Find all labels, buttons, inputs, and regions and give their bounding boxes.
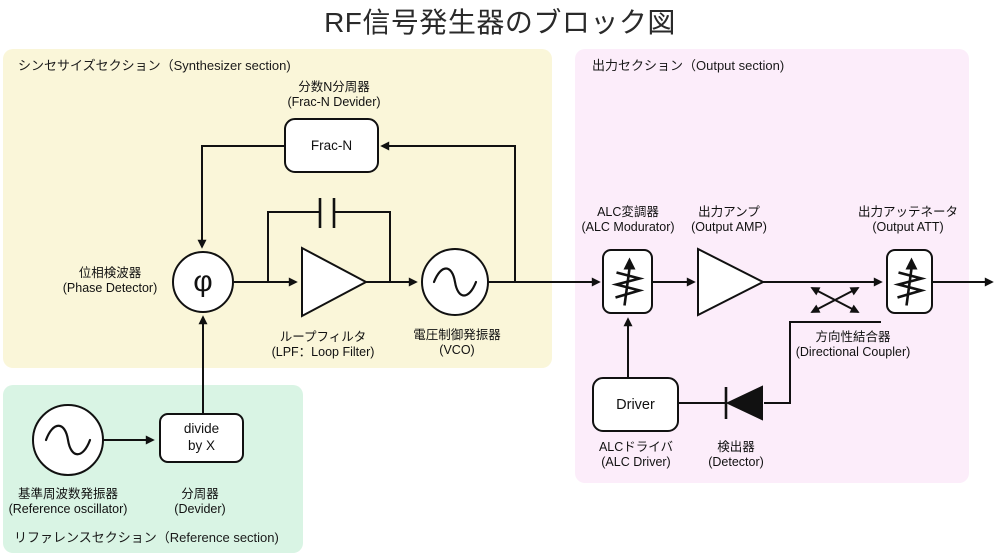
detector-caption: 検出器 (Detector) xyxy=(708,440,764,469)
alc-modulator-caption: ALC変調器 (ALC Modurator) xyxy=(581,205,675,234)
loop-filter-caption: ループフィルタ (LPF：Loop Filter) xyxy=(271,330,375,359)
section-reference-label: リファレンスセクション（Reference section) xyxy=(14,530,279,545)
wire-vco-feedback-to-fracn xyxy=(380,141,516,282)
reference-oscillator-caption: 基準周波数発振器 (Reference oscillator) xyxy=(8,487,128,516)
output-amp-triangle xyxy=(697,247,766,317)
vco-caption: 電圧制御発振器 (VCO) xyxy=(413,328,501,357)
output-att-caption: 出力アッテネータ (Output ATT) xyxy=(857,205,959,234)
output-amp-caption: 出力アンプ (Output AMP) xyxy=(691,205,767,234)
frac-n-label: Frac-N xyxy=(310,138,353,153)
wire-cap-branch-right xyxy=(335,211,391,282)
alc-driver-caption: ALCドライバ (ALC Driver) xyxy=(598,440,674,469)
divider-label-line2: by X xyxy=(187,438,215,453)
phase-detector-circle xyxy=(172,251,234,313)
reference-oscillator-sine-icon xyxy=(44,424,92,456)
wire-fracn-to-phase xyxy=(197,145,285,249)
frac-n-box xyxy=(284,118,379,173)
driver-label: Driver xyxy=(616,396,655,413)
divider-label-line1: divide xyxy=(183,421,220,437)
divider-label: divide by X xyxy=(160,414,243,462)
frac-n-caption: 分数N分周器 (Frac-N Devider) xyxy=(287,80,381,109)
loop-filter-triangle xyxy=(301,246,369,318)
wire-cap-branch-left xyxy=(267,211,319,282)
directional-coupler-caption: 方向性結合器 (Directional Coupler) xyxy=(795,330,911,359)
wire-coupler-to-detector xyxy=(764,321,881,404)
divider-caption: 分周器 (Devider) xyxy=(174,487,226,516)
phase-detector-symbol: φ xyxy=(193,265,213,298)
phase-detector-caption: 位相検波器 (Phase Detector) xyxy=(62,266,158,295)
detector-diode-icon xyxy=(725,385,763,421)
coupler-cross-arrow-2 xyxy=(810,287,860,313)
driver-box xyxy=(592,377,679,432)
section-synthesizer-label: シンセサイズセクション（Synthesizer section) xyxy=(18,58,291,73)
section-output-label: 出力セクション（Output section) xyxy=(592,58,785,73)
vco-sine-icon xyxy=(432,267,478,297)
page-title: RF信号発生器のブロック図 xyxy=(324,7,676,38)
divider-box xyxy=(159,413,244,463)
